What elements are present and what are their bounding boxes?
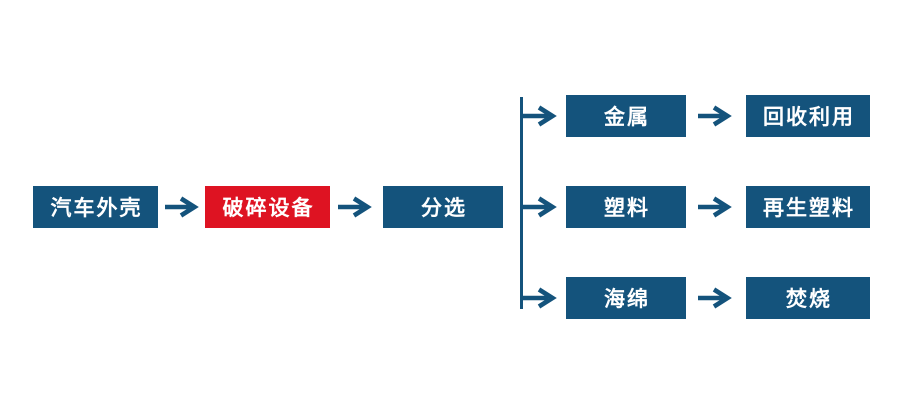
arrow-right-icon xyxy=(336,195,372,219)
node-sponge: 海绵 xyxy=(566,277,686,319)
arrow-right-icon xyxy=(521,195,557,219)
node-metal: 金属 xyxy=(566,95,686,137)
node-plastic: 塑料 xyxy=(566,186,686,228)
node-recycle-reuse: 回收利用 xyxy=(746,95,870,137)
arrow-right-icon xyxy=(163,195,199,219)
arrow-right-icon xyxy=(521,104,557,128)
arrow-right-icon xyxy=(696,104,732,128)
node-car-shell: 汽车外壳 xyxy=(33,186,158,228)
arrow-right-icon xyxy=(521,286,557,310)
branch-connector-line xyxy=(520,97,523,309)
arrow-right-icon xyxy=(696,286,732,310)
node-recycled-plastic: 再生塑料 xyxy=(746,186,870,228)
node-incineration: 焚烧 xyxy=(746,277,870,319)
node-crushing-equipment: 破碎设备 xyxy=(205,186,330,228)
arrow-right-icon xyxy=(696,195,732,219)
node-sorting: 分选 xyxy=(383,186,503,228)
